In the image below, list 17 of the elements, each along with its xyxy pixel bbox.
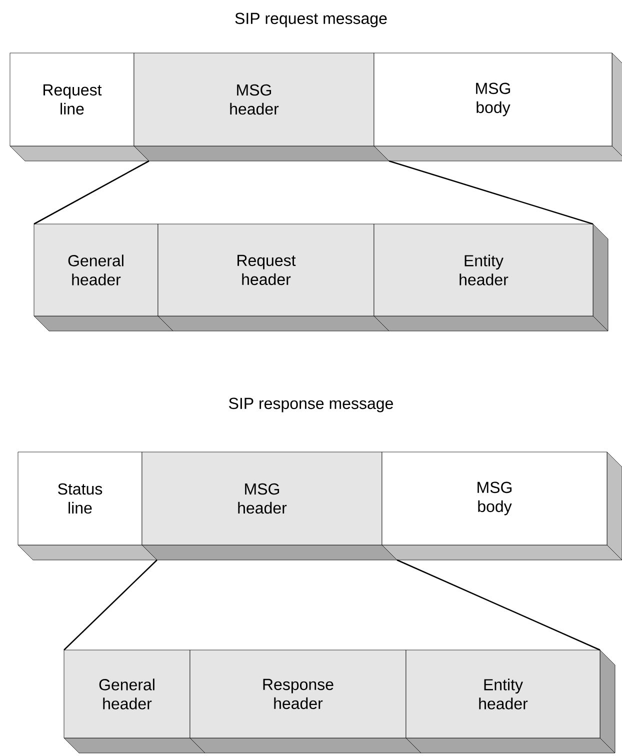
expansion-line [34,160,150,225]
message-field-box: Request line [10,52,150,162]
message-field-box: Request header [158,224,390,332]
message-field-box: Entity header [374,224,608,332]
message-field-box: Response header [190,650,422,754]
message-field-box: Status line [18,452,158,560]
message-field-box: MSG body [382,452,622,560]
expansion-line [396,559,600,651]
message-heading: SIP response message [229,398,393,412]
message-heading: SIP request message [235,12,387,28]
message-field-box: MSG body [374,52,622,162]
message-field-box: General header [34,224,174,332]
message-field-box: MSG header [134,52,390,162]
message-field-box: General header [64,650,206,754]
message-field-box: MSG header [142,452,398,560]
expansion-line [64,560,158,650]
message-field-box: Entity header [406,650,616,754]
